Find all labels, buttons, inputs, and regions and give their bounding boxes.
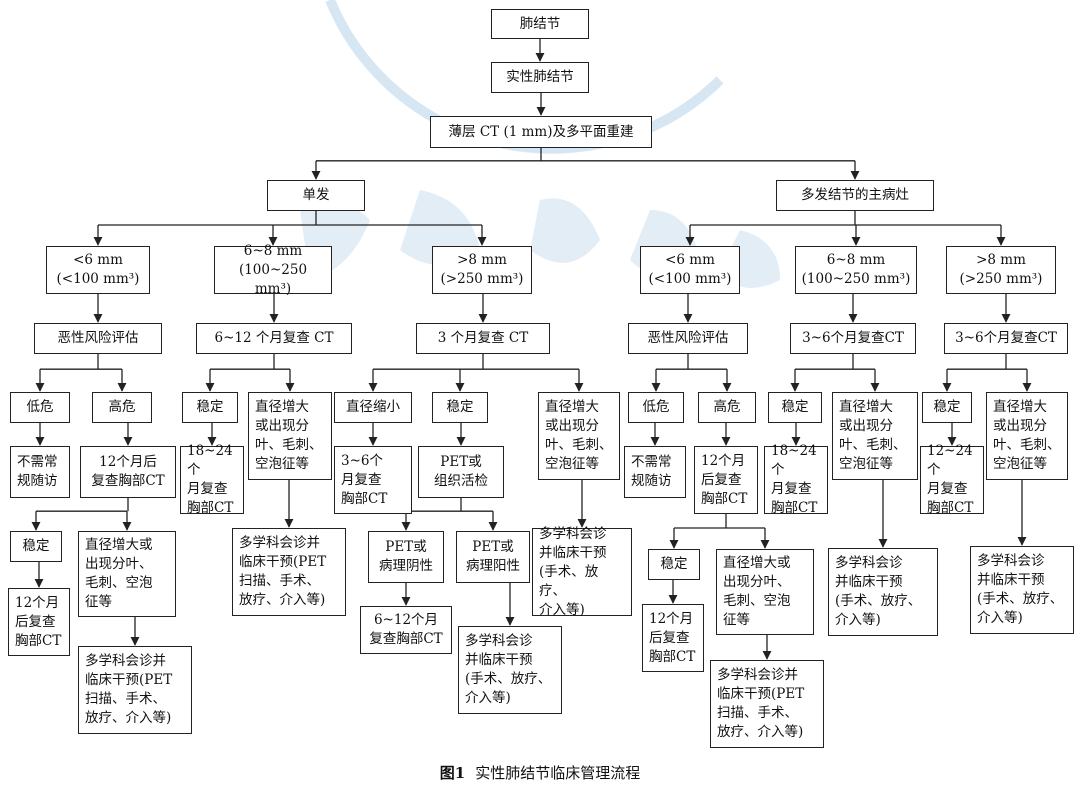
node-multi-ct-3to6-b: 3~6个月复查CT <box>944 323 1068 354</box>
node-solid-nodule: 实性肺结节 <box>491 62 589 93</box>
node-single-gt8: >8 mm (>250 mm³) <box>432 246 532 294</box>
node-multi-stable-1: 稳定 <box>768 392 822 423</box>
node-single-pet-positive: PET或 病理阳性 <box>456 531 530 583</box>
figure-caption: 图1 实性肺结节临床管理流程 <box>0 762 1080 783</box>
node-multi-stable-3: 稳定 <box>648 549 700 580</box>
node-multi-6to8: 6~8 mm (100~250 mm³) <box>795 246 917 294</box>
node-single-no-follow: 不需常 规随访 <box>10 446 70 498</box>
node-single-growth-3: 直径增大或 出现分叶、 毛刺、空泡 征等 <box>78 531 176 617</box>
node-single-shrink: 直径缩小 <box>334 392 412 423</box>
node-single-ct-12m-b: 12个月 后复查 胸部CT <box>8 588 70 656</box>
node-single-mdt-4: 多学科会诊 并临床干预 (手术、放疗、 介入等) <box>458 626 562 714</box>
node-single-mdt-2: 多学科会诊 并临床干预 (手术、放疗、 介入等) <box>532 526 632 618</box>
figure-title: 实性肺结节临床管理流程 <box>475 764 641 782</box>
node-single-ct-6to12-b: 6~12个月 复查胸部CT <box>360 606 452 654</box>
node-multi-ct-12m-b: 12个月 后复查 胸部CT <box>642 604 704 672</box>
node-single-ct-12m: 12个月后 复查胸部CT <box>80 446 176 498</box>
node-multi-mdt-3: 多学科会诊并 临床干预(PET 扫描、手术、 放疗、介入等) <box>710 660 824 748</box>
figure-label: 图1 <box>439 764 466 782</box>
node-multi-risk: 恶性风险评估 <box>628 323 748 354</box>
node-single-ct-3m: 3 个月复查 CT <box>416 323 550 354</box>
node-single: 单发 <box>267 180 365 211</box>
node-single-growth-1: 直径增大 或出现分 叶、毛刺、 空泡征等 <box>248 392 332 480</box>
node-single-low-risk: 低危 <box>10 392 70 423</box>
node-single-mdt-3: 多学科会诊并 临床干预(PET 扫描、手术、 放疗、介入等) <box>78 646 192 734</box>
node-single-risk: 恶性风险评估 <box>34 323 162 354</box>
node-multi-mdt-2: 多学科会诊 并临床干预 (手术、放疗、 介入等) <box>970 546 1074 634</box>
node-single-mdt-1: 多学科会诊并 临床干预(PET 扫描、手术、 放疗、介入等) <box>232 528 346 616</box>
node-multi-ct-12to24: 12~24个 月复查 胸部CT <box>920 443 984 516</box>
node-multi-gt8: >8 mm (>250 mm³) <box>946 246 1056 294</box>
node-multi-no-follow: 不需常 规随访 <box>624 446 686 498</box>
node-multi-lt6: <6 mm (<100 mm³) <box>640 246 740 294</box>
node-single-stable-3: 稳定 <box>10 531 62 562</box>
node-multi-growth-3: 直径增大或 出现分叶、 毛刺、空泡 征等 <box>716 549 814 635</box>
node-single-high-risk: 高危 <box>92 392 152 423</box>
node-multi-growth-2: 直径增大 或出现分 叶、毛刺、 空泡征等 <box>986 392 1068 480</box>
node-single-lt6: <6 mm (<100 mm³) <box>46 246 150 294</box>
node-multi-ct-12m: 12个月 后复查 胸部CT <box>694 446 758 514</box>
node-multi-ct-3to6-a: 3~6个月复查CT <box>790 323 916 354</box>
node-multi-high-risk: 高危 <box>698 392 756 423</box>
node-single-ct-18to24: 18~24个 月复查 胸部CT <box>180 443 244 516</box>
node-single-pet-biopsy: PET或 组织活检 <box>418 446 504 498</box>
node-single-stable-2: 稳定 <box>432 392 488 423</box>
node-single-ct-3to6: 3~6个 月复查 胸部CT <box>334 446 412 514</box>
node-multi-ct-18to24: 18~24个 月复查 胸部CT <box>764 443 828 516</box>
node-single-ct-6to12: 6~12 个月复查 CT <box>196 323 352 354</box>
node-multi-stable-2: 稳定 <box>922 392 972 423</box>
node-multi-low-risk: 低危 <box>628 392 684 423</box>
node-thin-ct: 薄层 CT (1 mm)及多平面重建 <box>430 116 652 148</box>
node-multiple-main: 多发结节的主病灶 <box>776 180 934 211</box>
node-multi-growth-1: 直径增大 或出现分 叶、毛刺、 空泡征等 <box>832 392 918 480</box>
node-single-growth-2: 直径增大 或出现分 叶、毛刺、 空泡征等 <box>538 392 620 480</box>
node-single-pet-negative: PET或 病理阴性 <box>368 531 444 583</box>
node-lung-nodule: 肺结节 <box>491 9 589 39</box>
node-single-stable-1: 稳定 <box>182 392 238 423</box>
node-single-6to8: 6~8 mm (100~250 mm³) <box>214 243 332 297</box>
node-multi-mdt-1: 多学科会诊 并临床干预 (手术、放疗、 介入等) <box>828 548 938 636</box>
